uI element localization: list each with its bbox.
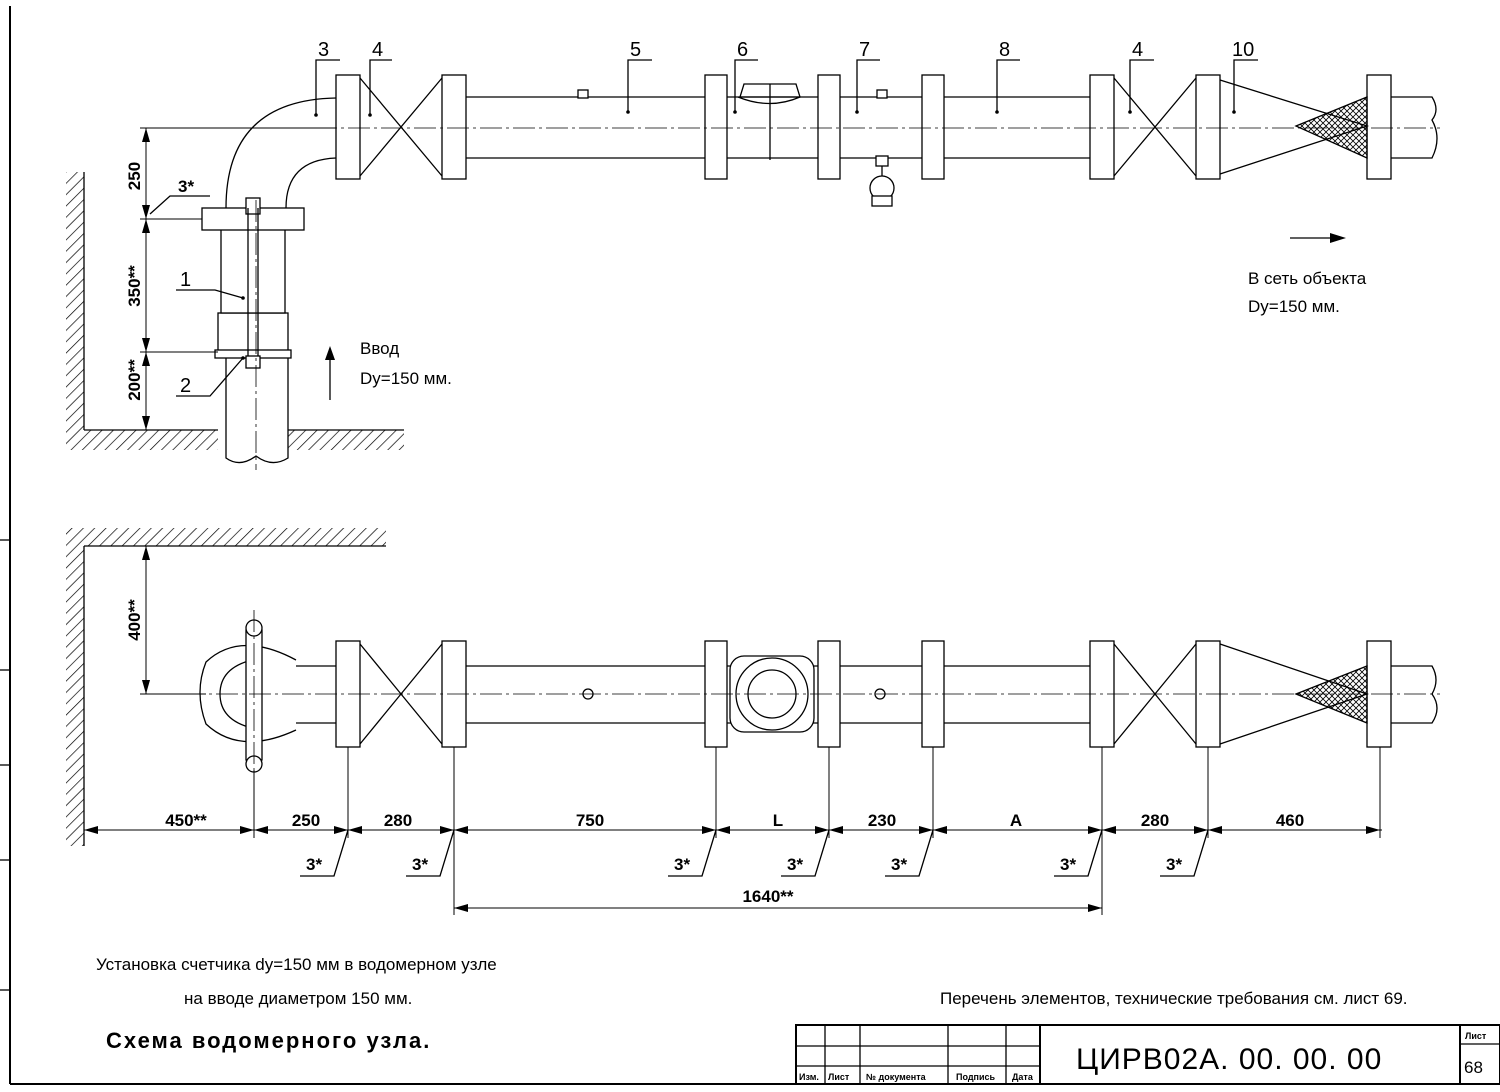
stamp-col-doc: № документа (866, 1072, 927, 1082)
outlet-diameter: Dу=150 мм. (1248, 297, 1340, 316)
item-4b-label: 4 (1132, 39, 1143, 61)
weld-label-7: 3* (1166, 855, 1182, 874)
scheme-title: Схема водомерного узла. (106, 1028, 431, 1053)
item-leaders (176, 59, 1258, 397)
dim-230: 230 (868, 811, 896, 830)
item-6-label: 6 (737, 39, 748, 61)
dim-280-b: 280 (1141, 811, 1169, 830)
vertical-dimensions-top (140, 127, 336, 430)
dim-L: L (773, 811, 783, 830)
title-block (795, 1024, 1500, 1085)
sheet-label: Лист (1465, 1031, 1487, 1041)
dim-460: 460 (1276, 811, 1304, 830)
dim-750: 750 (576, 811, 604, 830)
weld-label-1: 3* (306, 855, 322, 874)
item-1-label: 1 (180, 269, 191, 291)
weld-label-top: 3* (178, 177, 194, 196)
caption-line-1: Установка счетчика dу=150 мм в водомерно… (96, 955, 497, 974)
weld-label-5: 3* (891, 855, 907, 874)
item-10-label: 10 (1232, 39, 1254, 61)
dim-280-a: 280 (384, 811, 412, 830)
document-code: ЦИРВ02А. 00. 00. 00 (1076, 1043, 1382, 1076)
plan-dimensions (84, 546, 1382, 915)
stamp-col-date: Дата (1012, 1072, 1034, 1082)
dim-250-plan: 250 (292, 811, 320, 830)
item-5-label: 5 (630, 39, 641, 61)
dim-450: 450** (165, 811, 207, 830)
item-2-label: 2 (180, 375, 191, 397)
item-8-label: 8 (999, 39, 1010, 61)
sheet-number: 68 (1464, 1058, 1483, 1077)
dim-250-vertical: 250 (125, 162, 144, 190)
inlet-label: Ввод (360, 339, 399, 358)
stamp-col-sign: Подпись (956, 1072, 996, 1082)
plan-pipeline (150, 610, 1440, 780)
stamp-col-list: Лист (828, 1072, 850, 1082)
stamp-col-izm: Изм. (799, 1072, 819, 1082)
dim-A: A (1010, 811, 1022, 830)
item-3-label: 3 (318, 39, 329, 61)
dim-1640: 1640** (742, 887, 793, 906)
dim-400-vertical: 400** (125, 599, 144, 641)
weld-label-2: 3* (412, 855, 428, 874)
top-pipeline (150, 74, 1440, 470)
weld-label-6: 3* (1060, 855, 1076, 874)
inlet-diameter: Dу=150 мм. (360, 369, 452, 388)
caption-line-2: на вводе диаметром 150 мм. (184, 989, 412, 1008)
wall-top (66, 172, 404, 454)
weld-label-3: 3* (674, 855, 690, 874)
outlet-label: В сеть объекта (1248, 269, 1367, 288)
dim-200-vertical: 200** (125, 359, 144, 401)
dim-350-vertical: 350** (125, 265, 144, 307)
flow-arrows (325, 233, 1346, 400)
wall-plan (66, 528, 386, 846)
item-4-label: 4 (372, 39, 383, 61)
reference-note: Перечень элементов, технические требован… (940, 989, 1408, 1008)
item-7-label: 7 (859, 39, 870, 61)
weld-label-4: 3* (787, 855, 803, 874)
